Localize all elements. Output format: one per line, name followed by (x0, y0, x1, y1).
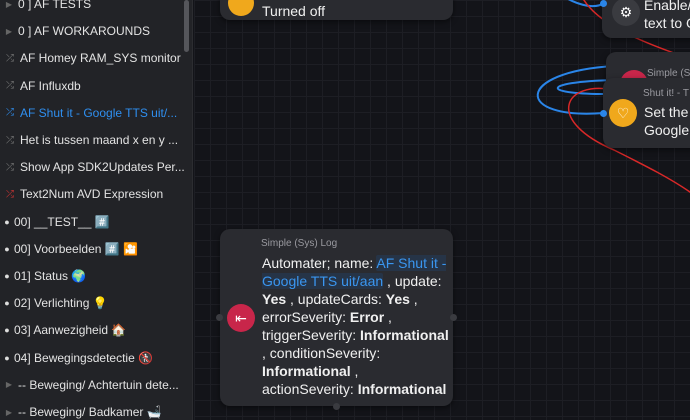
sidebar-item[interactable]: ▶ -- Beweging/ Achtertuin dete... (0, 375, 185, 395)
turned-off-card[interactable]: Turned off (220, 0, 453, 20)
wire-red (568, 87, 690, 194)
sidebar-item-label: AF Homey RAM_SYS monitor (20, 51, 181, 66)
sidebar-item[interactable]: ● 00] Voorbeelden #️⃣ 🎦 (0, 239, 185, 259)
sidebar-item-label: 01] Status 🌍 (14, 269, 87, 283)
sidebar-item[interactable]: ▶ 0 ] AF TESTS (0, 0, 185, 14)
sidebar-item[interactable]: ⤮ Het is tussen maand x en y ... (0, 130, 185, 150)
sidebar-item-label: 00] __TEST__ #️⃣ (14, 214, 110, 229)
input-port[interactable] (600, 0, 607, 7)
sidebar-item-label: 00] Voorbeelden #️⃣ 🎦 (14, 241, 138, 256)
sidebar-scrollbar[interactable] (184, 0, 189, 52)
wire-blue (536, 65, 615, 115)
shuffle-icon: ⤮ (6, 134, 14, 146)
heart-icon: ♡ (609, 99, 637, 127)
sidebar-item-label: Het is tussen maand x en y ... (20, 133, 179, 147)
wire-blue (567, 0, 605, 8)
sidebar-item[interactable]: ▶ 0 ] AF WORKAROUNDS (0, 21, 185, 41)
sidebar-item-label: -- Beweging/ Achtertuin dete... (18, 377, 179, 392)
sidebar-item-label: 04] Bewegingsdetectie 🚷 (14, 350, 154, 365)
sidebar-item-label: 02] Verlichting 💡 (14, 296, 108, 311)
dot-icon: ● (4, 216, 10, 227)
enable-card[interactable]: ⚙ Enable/text to G (602, 0, 690, 38)
shuffle-icon: ⤮ (6, 80, 14, 92)
flow-sidebar: ▶ 0 ] AF TESTS ▶ 0 ] AF WORKAROUNDS ⤮ AF Home… (0, 0, 193, 420)
sidebar-item[interactable]: ⤮ Show App SDK2Updates Per... (0, 157, 185, 177)
wire-blue (557, 79, 615, 96)
shuffle-icon: ⤮ (6, 161, 14, 173)
card-text: Turned off (262, 3, 326, 19)
sidebar-item[interactable]: ● 04] Bewegingsdetectie 🚷 (0, 348, 185, 368)
dot-icon: ● (4, 271, 10, 281)
log-exit-icon: ⇤ (227, 304, 255, 332)
error-port[interactable] (333, 403, 340, 410)
gear-icon: ⚙ (612, 0, 640, 26)
output-port[interactable] (450, 314, 457, 321)
card-title: Shut it! - T (643, 88, 689, 99)
dot-icon: ● (4, 352, 10, 363)
action-icon (228, 0, 254, 16)
shuffle-icon: ⤮ (6, 52, 14, 64)
sidebar-item-label: Show App SDK2Updates Per... (20, 160, 185, 175)
dot-icon: ● (4, 298, 10, 309)
sidebar-item[interactable]: ▶ -- Beweging/ Badkamer 🛁 (0, 402, 185, 420)
sidebar-item[interactable]: ⤮ AF Influxdb (0, 76, 185, 96)
shuffle-icon: ⤮ (6, 107, 14, 119)
caret-right-icon: ▶ (5, 407, 13, 417)
sidebar-item[interactable]: ● 03] Aanwezigheid 🏠 (0, 320, 185, 340)
caret-right-icon: ▶ (5, 380, 13, 390)
input-port[interactable] (600, 110, 607, 117)
flow-canvas[interactable]: Turned off ⚙ Enable/text to G Simple (S … (194, 0, 690, 420)
shuffle-warning-icon: ⤮ (6, 188, 14, 200)
card-title: Simple (S (647, 68, 690, 79)
log-text: Automater; name: AF Shut it - Google TTS… (262, 255, 449, 397)
sidebar-item-label: 03] Aanwezigheid 🏠 (14, 323, 127, 338)
sidebar-item[interactable]: ⤮ AF Shut it - Google TTS uit/... (0, 103, 185, 123)
sidebar-item-label: AF Influxdb (20, 78, 81, 93)
sidebar-item-label: 0 ] AF TESTS (18, 0, 92, 11)
card-title: Simple (Sys) Log (261, 238, 338, 249)
sidebar-item[interactable]: ● 01] Status 🌍 (0, 266, 185, 286)
card-text: Enable/text to G (644, 0, 690, 31)
sidebar-item[interactable]: ● 02] Verlichting 💡 (0, 293, 185, 313)
dot-icon: ● (4, 243, 10, 254)
sidebar-item-label: 0 ] AF WORKAROUNDS (18, 24, 151, 39)
simple-sys-log-card[interactable]: Simple (Sys) Log ⇤ Automater; name: AF S… (220, 229, 453, 406)
dot-icon: ● (4, 325, 10, 336)
caret-right-icon: ▶ (5, 0, 13, 9)
caret-right-icon: ▶ (5, 26, 13, 36)
sidebar-item[interactable]: ● 00] __TEST__ #️⃣ (0, 212, 185, 232)
sidebar-item-label: AF Shut it - Google TTS uit/... (20, 105, 178, 120)
input-port[interactable] (216, 314, 223, 321)
sidebar-item[interactable]: ⤮ Text2Num AVD Expression (0, 184, 185, 204)
sidebar-item-label: -- Beweging/ Badkamer 🛁 (18, 405, 162, 419)
sidebar-item-label: Text2Num AVD Expression (20, 187, 164, 202)
sidebar-item[interactable]: ⤮ AF Homey RAM_SYS monitor (0, 48, 185, 68)
